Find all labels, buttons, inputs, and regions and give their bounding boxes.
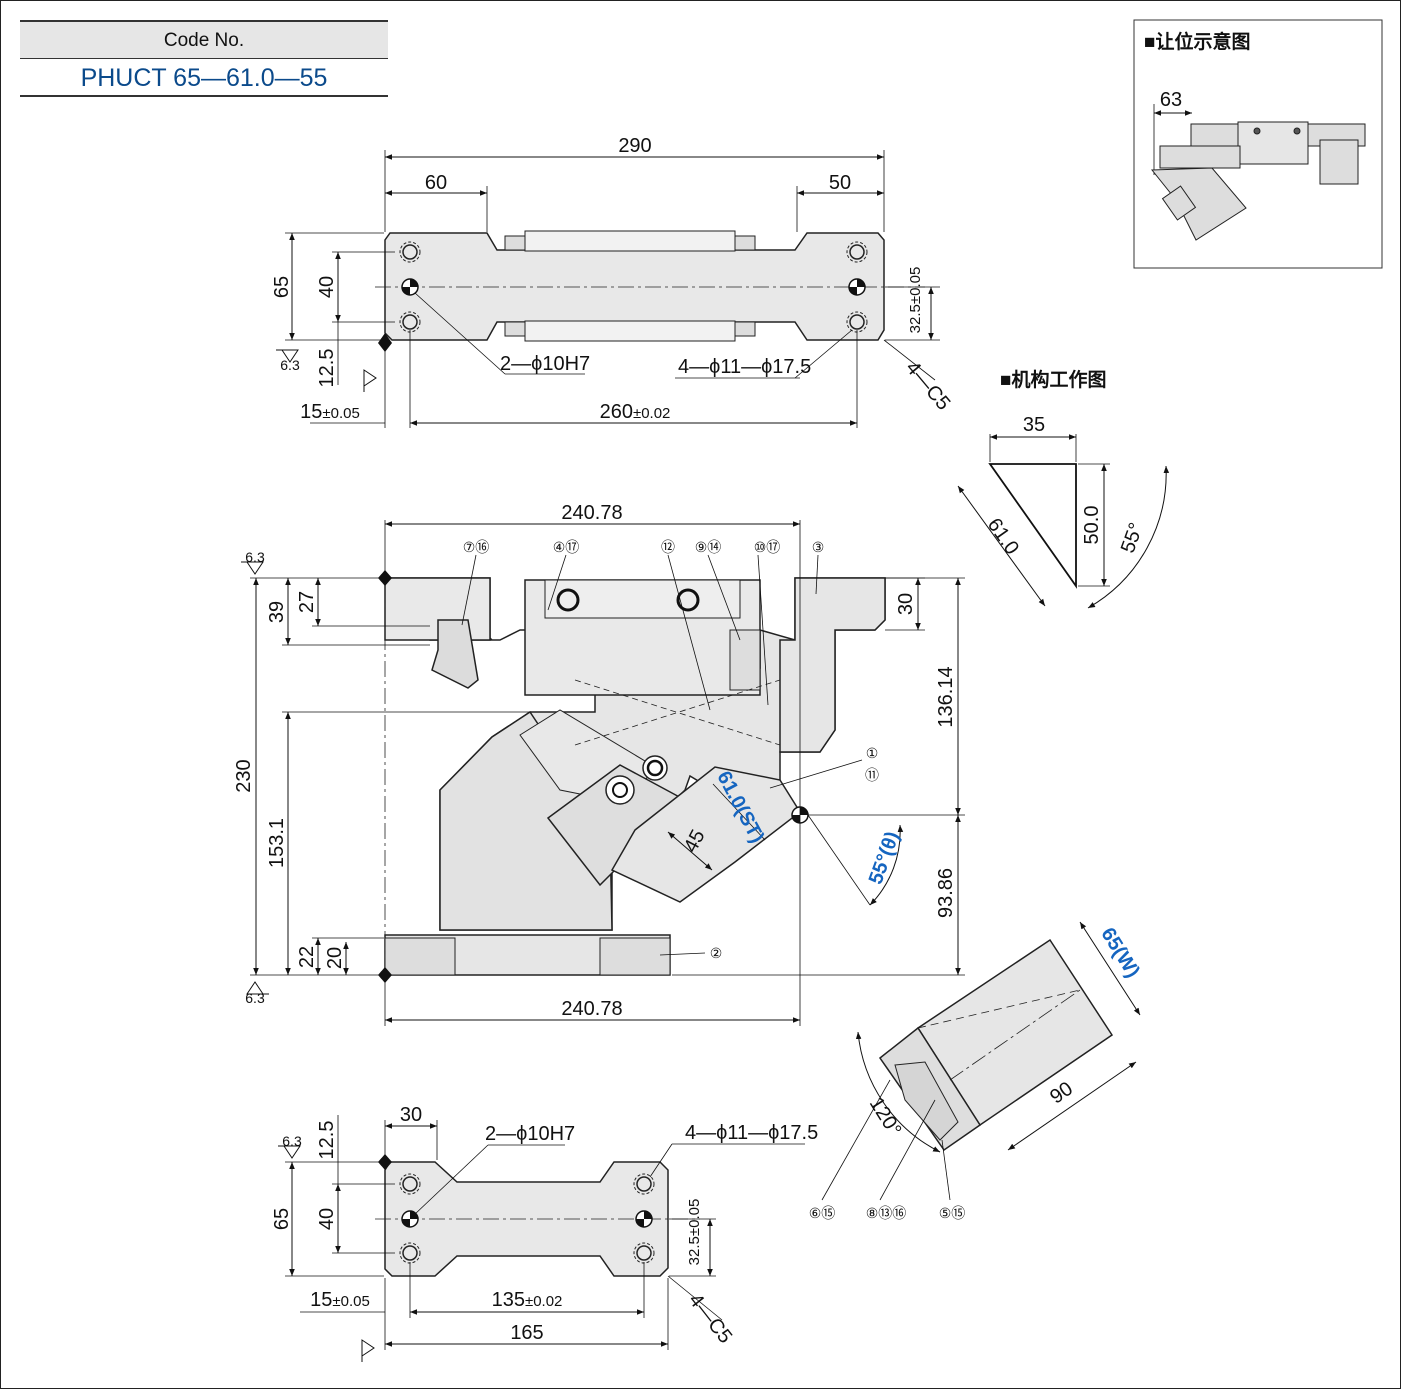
callout-5-15: ⑤⑮: [939, 1205, 966, 1221]
top-edge-dim: 12.5: [316, 349, 338, 388]
top-right-dim: 50: [829, 172, 851, 194]
top-inner-dim: 40: [316, 276, 338, 298]
base-pin-hole-label: 2—ϕ10H7: [485, 1123, 575, 1145]
top-left-dim: 60: [425, 172, 447, 194]
clearance-dim: 63: [1160, 89, 1182, 111]
callout-9-14: ⑨⑭: [695, 539, 722, 555]
base-tol-dim: 32.5±0.05: [686, 1199, 703, 1266]
front-width-top-dim: 240.78: [561, 502, 622, 524]
top-offset-dim: 15±0.05: [300, 401, 360, 423]
roughness-label: 6.3: [245, 549, 265, 565]
callout-11: ⑪: [865, 767, 879, 783]
mechanism-diagram: ■机构工作图 35 50.0 61.0 55°: [957, 368, 1170, 609]
code-number-box: Code No. PHUCT 65—61.0—55: [20, 20, 388, 97]
front-width-bottom-dim: 240.78: [561, 998, 622, 1020]
callout-12: ⑫: [661, 539, 675, 555]
clearance-inset: ■让位示意图 63: [1133, 19, 1383, 269]
workpiece-angle-dim: 120°: [865, 1093, 906, 1140]
roughness-icon: [363, 369, 377, 393]
top-tol-dim: 32.5±0.05: [907, 267, 924, 334]
pin-hole-icon: [635, 1210, 653, 1228]
mech-width-dim: 35: [1023, 414, 1045, 436]
front-h153-dim: 153.1: [266, 818, 288, 868]
roughness-label: 6.3: [280, 357, 300, 373]
callout-3: ③: [812, 539, 825, 555]
base-bolt-hole-label: 4—ϕ11—ϕ17.5: [685, 1122, 818, 1144]
base-overall-dim: 165: [510, 1322, 543, 1344]
callout-10-17: ⑩⑰: [754, 539, 781, 555]
front-view: 240.78 240.78 230 39 27 153.1 22 20 30 1…: [233, 502, 965, 1026]
mech-diag-dim: 61.0: [983, 514, 1023, 559]
callout-4-17: ④⑰: [553, 539, 580, 555]
callout-2: ②: [710, 945, 723, 961]
mech-angle-dim: 55°: [1117, 520, 1148, 556]
base-inner-dim: 40: [316, 1208, 338, 1230]
base-height-dim: 65: [271, 1208, 293, 1230]
base-pitch-dim: 135±0.02: [492, 1289, 563, 1311]
workpiece-length-dim: 90: [1046, 1078, 1077, 1109]
top-pitch-dim: 260±0.02: [600, 401, 671, 423]
mechanism-title: ■机构工作图: [1000, 368, 1106, 391]
front-angle-dim: 55°(θ): [865, 829, 904, 888]
base-offset-dim: 15±0.05: [310, 1289, 370, 1311]
top-view: 290 60 50 65 40 12.5 32.5±0.05 2—ϕ10H7 4…: [271, 135, 954, 428]
base-w30-dim: 30: [400, 1104, 422, 1126]
front-total-height-dim: 230: [233, 759, 255, 792]
front-h20-dim: 20: [324, 947, 346, 969]
base-chamfer-label: 4—C5: [684, 1290, 736, 1348]
front-h39-dim: 39: [266, 601, 288, 623]
workpiece-detail: 65(W) 90 120° ⑥⑮ ⑧⑬⑯ ⑤⑮: [809, 921, 1144, 1221]
top-pin-hole-label: 2—ϕ10H7: [500, 353, 590, 375]
mech-height-dim: 50.0: [1081, 506, 1103, 545]
top-bolt-hole-label: 4—ϕ11—ϕ17.5: [678, 356, 811, 378]
base-view: 30 65 40 12.5 2—ϕ10H7 4—ϕ11—ϕ17.5 32.5±0…: [271, 1104, 818, 1363]
workpiece-width-dim: 65(W): [1096, 924, 1144, 982]
top-chamfer-label: 4—C5: [901, 357, 954, 415]
front-h30-dim: 30: [895, 593, 917, 615]
code-number-header: Code No.: [20, 20, 388, 59]
top-height-dim: 65: [271, 276, 293, 298]
callout-6-15: ⑥⑮: [809, 1205, 836, 1221]
clearance-title: ■让位示意图: [1144, 30, 1250, 53]
clearance-sketch: [1150, 121, 1366, 241]
top-overall-dim: 290: [618, 135, 651, 157]
roughness-icon: [361, 1339, 375, 1363]
part-callouts: ⑦⑯ ④⑰ ⑫ ⑨⑭ ⑩⑰ ③ ① ⑪ ②: [461, 539, 879, 961]
callout-7-16: ⑦⑯: [463, 539, 490, 555]
front-h27-dim: 27: [296, 591, 318, 613]
front-h93-dim: 93.86: [935, 868, 957, 918]
callout-8-13-16: ⑧⑬⑯: [866, 1205, 907, 1221]
roughness-label: 6.3: [245, 990, 265, 1006]
callout-1: ①: [866, 745, 879, 761]
base-edge-dim: 12.5: [316, 1121, 338, 1160]
front-h136-dim: 136.14: [935, 666, 957, 727]
code-number-value: PHUCT 65—61.0—55: [20, 59, 388, 97]
front-h22-dim: 22: [296, 946, 318, 968]
pin-hole-icon: [401, 278, 419, 296]
roughness-label: 6.3: [282, 1133, 302, 1149]
pin-hole-icon: [848, 278, 866, 296]
base-plate-outline: [384, 1161, 669, 1277]
